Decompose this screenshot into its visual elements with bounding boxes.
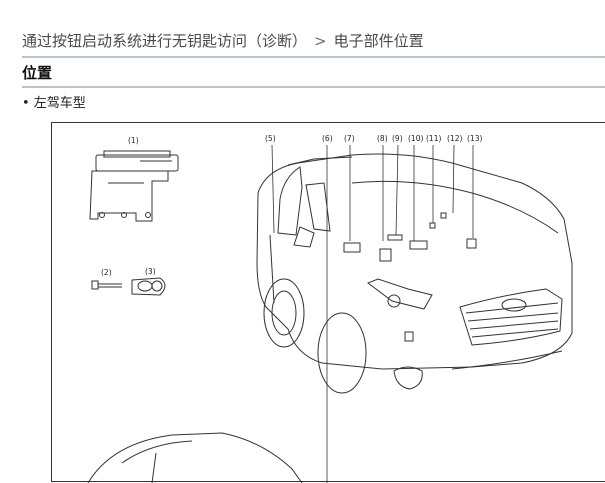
header-divider (22, 56, 605, 58)
breadcrumb-parent-link[interactable]: 通过按钮启动系统进行无钥匙访问（诊断） (22, 32, 308, 50)
callout-9: (9) (392, 134, 403, 143)
component-markers (343, 212, 477, 342)
callout-3: (3) (145, 267, 156, 276)
vehicle-body-drawing (256, 153, 573, 394)
callout-1: (1) (128, 136, 139, 145)
emergency-key-drawing (91, 280, 122, 290)
vehicle-diagram: (1) (2) (3) (5) (6) (7) (8) (9) (87, 134, 573, 483)
callout-5: (5) (265, 134, 276, 143)
callout-13: (13) (467, 134, 482, 143)
callout-10: (10) (408, 134, 423, 143)
callout-8: (8) (377, 134, 388, 143)
key-fob-drawing (131, 277, 166, 296)
callout-11: (11) (426, 134, 441, 143)
breadcrumb-current: 电子部件位置 (333, 32, 424, 50)
section-title: 位置 (22, 64, 53, 82)
callout-7: (7) (344, 134, 355, 143)
sedan-body-drawing (87, 432, 303, 483)
callout-6: (6) (322, 134, 333, 143)
callout-12: (12) (447, 134, 462, 143)
callout-leader-lines (271, 144, 474, 483)
control-module-drawing (89, 150, 179, 222)
breadcrumb-separator: > (314, 32, 327, 50)
callout-2: (2) (101, 268, 112, 277)
section-divider (22, 86, 605, 88)
component-location-figure: (1) (2) (3) (5) (6) (7) (8) (9) (51, 122, 605, 483)
breadcrumb: 通过按钮启动系统进行无钥匙访问（诊断） > 电子部件位置 (22, 30, 424, 51)
model-bullet-item: • 左驾车型 (22, 96, 86, 111)
